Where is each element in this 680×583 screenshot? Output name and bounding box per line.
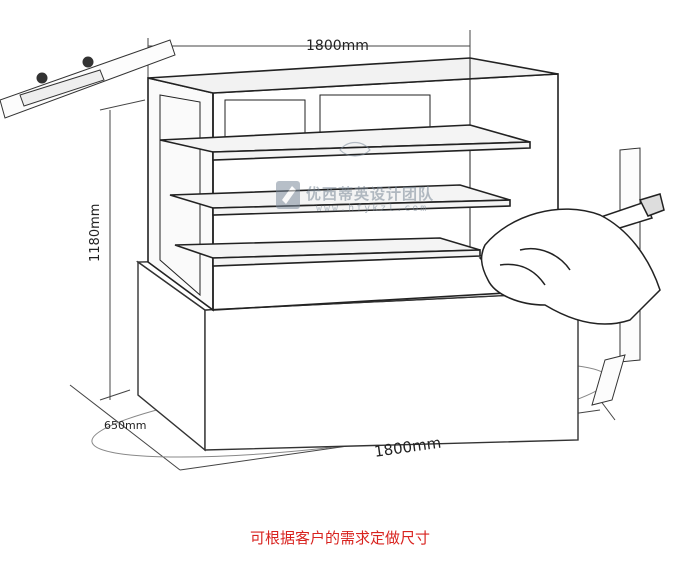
watermark-name: 优西蒂英设计团队 xyxy=(306,186,435,203)
width-dimension-top: 1800mm xyxy=(306,38,369,54)
shelves xyxy=(159,124,531,267)
height-dimension-line xyxy=(99,99,146,401)
watermark-url: www.hfykzl.com xyxy=(316,203,429,214)
hand-with-pencil xyxy=(478,193,665,325)
depth-dimension: 650mm xyxy=(104,419,147,432)
watermark-logo-icon xyxy=(276,141,371,209)
ruler-top-left xyxy=(0,39,176,119)
caption-text: 可根据客户的需求定做尺寸 xyxy=(249,529,430,547)
height-dimension: 1180mm xyxy=(88,203,103,262)
base-cabinet xyxy=(135,254,581,452)
